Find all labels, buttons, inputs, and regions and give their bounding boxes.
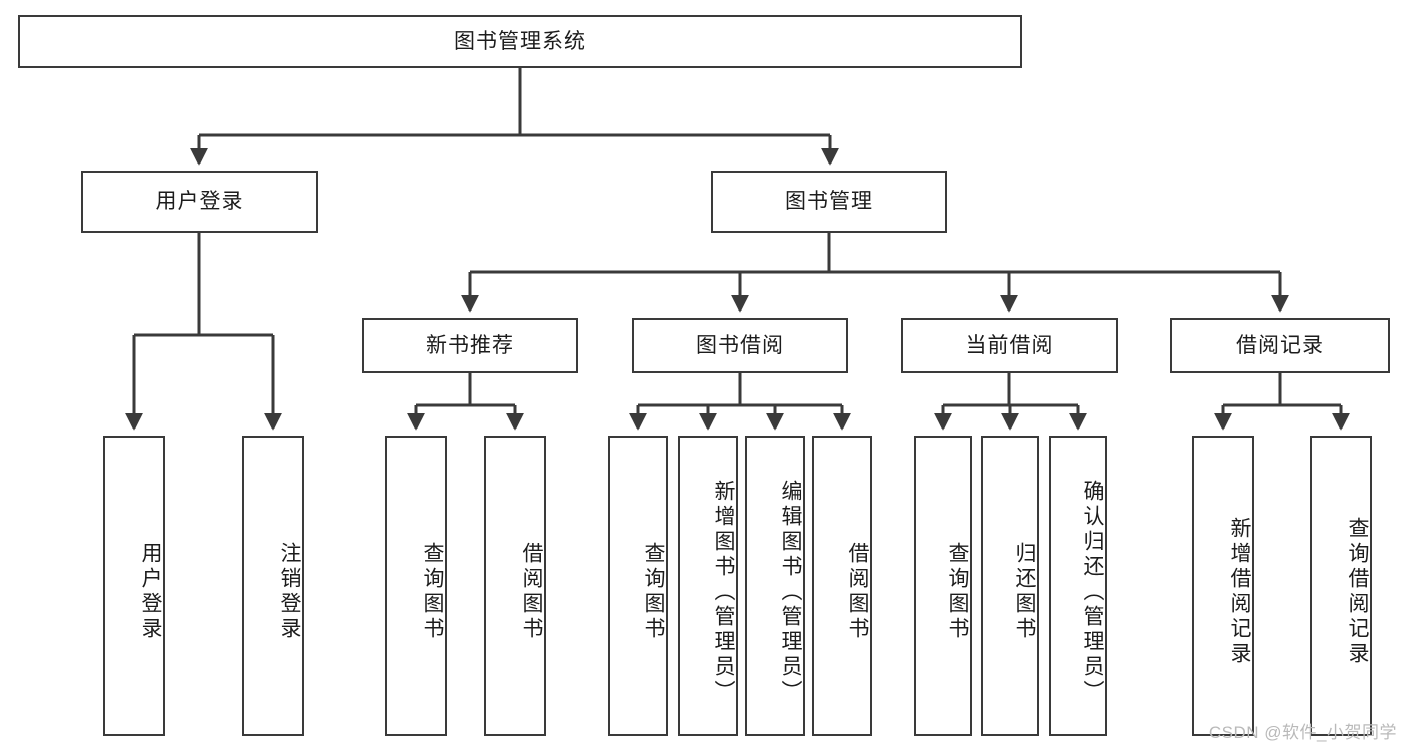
leaf-query-book-borrow[interactable]: 查询图书 — [608, 436, 668, 736]
node-current-borrow-label: 当前借阅 — [965, 333, 1054, 357]
node-book-management[interactable]: 图书管理 — [711, 171, 947, 233]
leaf-query-book-current[interactable]: 查询图书 — [914, 436, 972, 736]
leaf-add-book-admin-label: 新增图书（管理员） — [712, 479, 735, 705]
leaf-return-book-label: 归还图书 — [1013, 542, 1036, 642]
leaf-confirm-return-admin-label: 确认归还（管理员） — [1081, 479, 1104, 705]
leaf-edit-book-admin[interactable]: 编辑图书（管理员） — [745, 436, 805, 736]
leaf-query-book-current-label: 查询图书 — [946, 542, 969, 642]
leaf-add-book-admin[interactable]: 新增图书（管理员） — [678, 436, 738, 736]
leaf-confirm-return-admin[interactable]: 确认归还（管理员） — [1049, 436, 1107, 736]
node-borrow-records-label: 借阅记录 — [1236, 333, 1324, 357]
leaf-borrow-book[interactable]: 借阅图书 — [812, 436, 872, 736]
leaf-query-borrow-record[interactable]: 查询借阅记录 — [1310, 436, 1372, 736]
node-book-borrow-label: 图书借阅 — [696, 333, 784, 357]
leaf-user-login-label: 用户登录 — [139, 542, 162, 642]
node-new-book-recommend[interactable]: 新书推荐 — [362, 318, 578, 373]
leaf-user-login[interactable]: 用户登录 — [103, 436, 165, 736]
leaf-query-book-recommend-label: 查询图书 — [421, 542, 444, 642]
leaf-query-borrow-record-label: 查询借阅记录 — [1346, 517, 1369, 667]
leaf-logout[interactable]: 注销登录 — [242, 436, 304, 736]
node-root-label: 图书管理系统 — [454, 29, 586, 53]
node-book-borrow[interactable]: 图书借阅 — [632, 318, 848, 373]
leaf-query-book-borrow-label: 查询图书 — [642, 542, 665, 642]
node-user-login[interactable]: 用户登录 — [81, 171, 318, 233]
leaf-borrow-book-label: 借阅图书 — [846, 542, 869, 642]
node-user-login-label: 用户登录 — [155, 190, 244, 214]
leaf-add-borrow-record-label: 新增借阅记录 — [1228, 517, 1251, 667]
leaf-borrow-book-recommend-label: 借阅图书 — [520, 542, 543, 642]
leaf-add-borrow-record[interactable]: 新增借阅记录 — [1192, 436, 1254, 736]
leaf-return-book[interactable]: 归还图书 — [981, 436, 1039, 736]
node-new-book-recommend-label: 新书推荐 — [426, 333, 514, 357]
leaf-query-book-recommend[interactable]: 查询图书 — [385, 436, 447, 736]
node-borrow-records[interactable]: 借阅记录 — [1170, 318, 1390, 373]
node-root[interactable]: 图书管理系统 — [18, 15, 1022, 68]
leaf-borrow-book-recommend[interactable]: 借阅图书 — [484, 436, 546, 736]
node-current-borrow[interactable]: 当前借阅 — [901, 318, 1118, 373]
leaf-edit-book-admin-label: 编辑图书（管理员） — [779, 479, 802, 705]
watermark: CSDN @软件_小贺同学 — [1208, 723, 1397, 742]
node-book-management-label: 图书管理 — [785, 190, 873, 214]
leaf-logout-label: 注销登录 — [278, 542, 301, 642]
